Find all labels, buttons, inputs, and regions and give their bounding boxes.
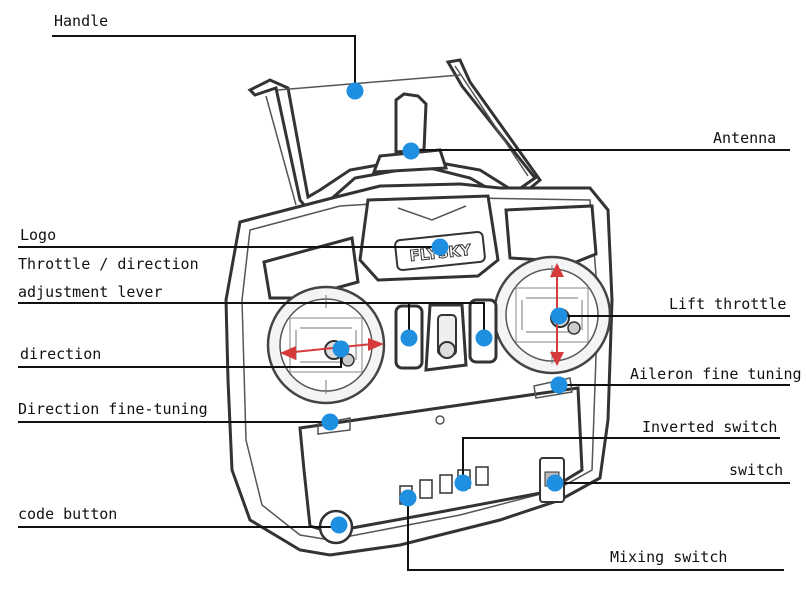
right-shoulder-grip xyxy=(504,204,598,264)
label-switch: switch xyxy=(729,461,783,479)
leader-mixing xyxy=(407,498,784,571)
marker-direction-fine xyxy=(321,413,339,431)
label-lift-throttle: Lift throttle xyxy=(669,295,786,313)
marker-code-button xyxy=(330,516,348,534)
marker-antenna xyxy=(402,142,420,160)
right-arrow-up xyxy=(550,263,564,277)
label-code-button: code button xyxy=(18,505,117,523)
label-mixing: Mixing switch xyxy=(610,548,727,566)
transmitter-illustration: FLYSKY xyxy=(224,58,614,557)
marker-throttle-left xyxy=(400,329,418,347)
leader-inverted xyxy=(462,437,780,483)
label-direction-fine: Direction fine-tuning xyxy=(18,400,208,418)
antenna-base xyxy=(371,148,449,174)
marker-lift-throttle xyxy=(550,307,568,325)
body-inner-outline xyxy=(241,197,599,541)
leader-lines xyxy=(18,35,790,571)
labels: Handle Antenna Logo Throttle / direction… xyxy=(18,12,802,566)
leader-throttle-direction-right xyxy=(409,302,485,338)
left-arrow-left xyxy=(280,346,296,360)
label-throttle-direction-2: adjustment lever xyxy=(18,283,163,301)
left-gimbal xyxy=(266,285,386,405)
marker-aileron xyxy=(550,376,568,394)
direction-trim-shape xyxy=(317,417,351,435)
logo-recess-chevron xyxy=(397,205,467,221)
label-handle: Handle xyxy=(54,12,108,30)
marker-handle xyxy=(346,82,364,100)
label-throttle-direction-1: Throttle / direction xyxy=(18,255,199,273)
markers xyxy=(321,82,568,534)
label-antenna: Antenna xyxy=(713,129,776,147)
centre-levers xyxy=(394,298,498,372)
marker-switch xyxy=(546,474,564,492)
label-aileron: Aileron fine tuning xyxy=(630,365,802,383)
panel-indicator xyxy=(435,415,445,425)
marker-inverted xyxy=(454,474,472,492)
marker-direction xyxy=(332,340,350,358)
label-inverted: Inverted switch xyxy=(642,418,777,436)
left-arrow-right xyxy=(368,338,384,351)
label-direction: direction xyxy=(20,345,101,363)
marker-mixing xyxy=(399,489,417,507)
marker-logo xyxy=(431,238,449,256)
lower-panel xyxy=(298,386,584,534)
antenna-shape xyxy=(394,92,428,154)
right-arrow-down xyxy=(550,352,564,366)
handle-shape xyxy=(247,58,543,214)
marker-throttle-right xyxy=(475,329,493,347)
handle-inner-line xyxy=(265,65,529,206)
label-logo: Logo xyxy=(20,226,56,244)
leader-handle xyxy=(52,35,356,90)
